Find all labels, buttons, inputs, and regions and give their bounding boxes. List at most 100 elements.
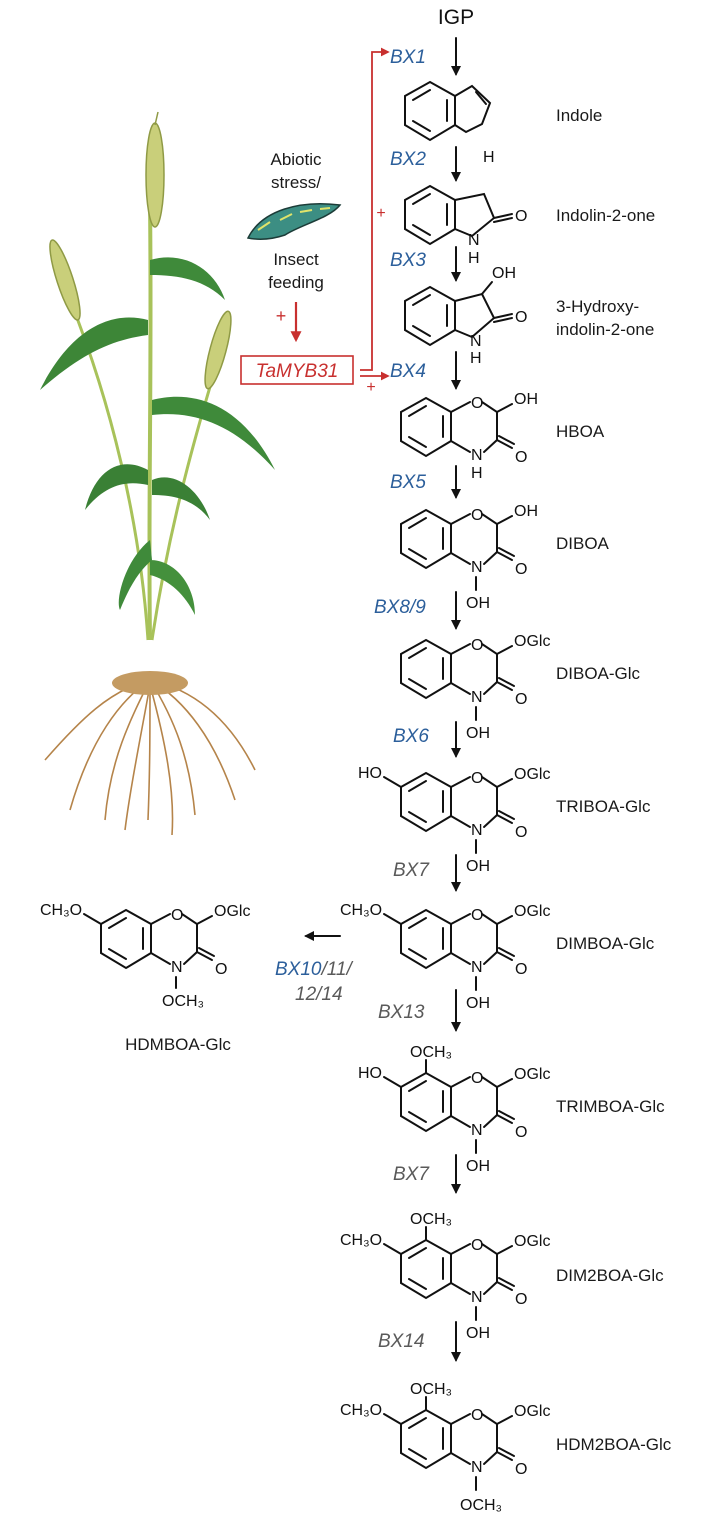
svg-text:O: O: [471, 907, 483, 924]
bx4-plus-sign: +: [366, 379, 375, 396]
compound-indole: Indole: [556, 106, 602, 125]
structure-indolinone: O N H: [404, 184, 527, 267]
svg-text:O: O: [471, 507, 483, 524]
svg-text:OH: OH: [466, 595, 490, 612]
svg-text:O: O: [515, 449, 527, 466]
svg-text:OCH₃: OCH₃: [410, 1044, 452, 1061]
compound-hdm2boa-glc: HDM2BOA-Glc: [556, 1435, 672, 1454]
enzyme-bx3: BX3: [390, 250, 426, 271]
svg-text:H: H: [470, 350, 482, 367]
stress-plus-sign: +: [276, 306, 287, 326]
svg-text:OCH₃: OCH₃: [460, 1497, 502, 1514]
svg-text:O: O: [471, 1070, 483, 1087]
compound-hydroxy-indolinone-line1: 3-Hydroxy-: [556, 297, 639, 316]
svg-text:OGlc: OGlc: [214, 903, 250, 920]
pathway-arrows: [304, 37, 461, 1362]
svg-text:N: N: [471, 822, 483, 839]
structure-triboa-glc: O N OH HO OGlc O: [358, 765, 550, 875]
tamyb31-to-bx1-arrow: [360, 47, 390, 371]
svg-text:OH: OH: [514, 503, 538, 520]
svg-text:O: O: [515, 1291, 527, 1308]
enzyme-bx4: BX4: [390, 361, 426, 382]
stress-text-line1: Abiotic: [270, 150, 322, 169]
enzyme-bx10-group-line2: 12/14: [295, 984, 343, 1005]
structure-hydroxy-indolinone: OH O N H: [404, 265, 527, 367]
svg-text:O: O: [215, 961, 227, 978]
svg-text:N: N: [471, 447, 483, 464]
svg-text:OGlc: OGlc: [514, 1066, 550, 1083]
compound-hydroxy-indolinone-line2: indolin-2-one: [556, 320, 654, 339]
svg-text:O: O: [515, 824, 527, 841]
enzyme-bx14: BX14: [378, 1331, 424, 1352]
compound-diboa-glc: DIBOA-Glc: [556, 664, 641, 683]
svg-text:N: N: [468, 232, 480, 249]
stress-text-line3: Insect: [273, 250, 319, 269]
tamyb31-label: TaMYB31: [256, 361, 339, 382]
svg-text:CH₃O: CH₃O: [340, 1232, 382, 1249]
svg-text:OH: OH: [514, 391, 538, 408]
svg-text:O: O: [515, 1461, 527, 1478]
svg-text:HO: HO: [358, 765, 382, 782]
svg-text:CH₃O: CH₃O: [340, 1402, 382, 1419]
svg-text:OGlc: OGlc: [514, 903, 550, 920]
svg-text:OCH₃: OCH₃: [162, 993, 204, 1010]
structure-dimboa-glc: O N OH CH₃O OGlc O: [340, 902, 550, 1012]
enzyme-bx1: BX1: [390, 47, 426, 68]
svg-text:N: N: [471, 689, 483, 706]
wheat-plant-illustration: [40, 111, 275, 836]
compound-hdmboa-glc: HDMBOA-Glc: [125, 1035, 231, 1054]
svg-text:CH₃O: CH₃O: [40, 902, 82, 919]
svg-text:O: O: [471, 1407, 483, 1424]
bx1-plus-sign: +: [376, 205, 385, 222]
svg-text:N: N: [471, 1122, 483, 1139]
svg-text:N: N: [470, 333, 482, 350]
svg-text:OCH₃: OCH₃: [410, 1211, 452, 1228]
svg-text:O: O: [471, 637, 483, 654]
svg-text:O: O: [471, 1237, 483, 1254]
stress-text-line4: feeding: [268, 273, 324, 292]
svg-text:O: O: [471, 395, 483, 412]
svg-text:O: O: [515, 561, 527, 578]
structure-trimboa-glc: O N OH OCH₃ HO OGlc O: [358, 1044, 550, 1175]
compound-diboa: DIBOA: [556, 534, 610, 553]
enzyme-bx2: BX2: [390, 149, 426, 170]
structure-dim2boa-glc: O N OH OCH₃ CH₃O OGlc O: [340, 1211, 550, 1342]
svg-text:HO: HO: [358, 1065, 382, 1082]
svg-text:OH: OH: [466, 725, 490, 742]
compound-dim2boa-glc: DIM2BOA-Glc: [556, 1266, 664, 1285]
svg-text:O: O: [515, 1124, 527, 1141]
svg-text:OH: OH: [466, 1158, 490, 1175]
svg-text:N: N: [471, 1459, 483, 1476]
svg-text:O: O: [515, 691, 527, 708]
svg-text:OCH₃: OCH₃: [410, 1381, 452, 1398]
svg-text:H: H: [468, 250, 480, 267]
svg-text:OGlc: OGlc: [514, 1403, 550, 1420]
enzyme-bx13: BX13: [378, 1002, 425, 1023]
structure-hboa: O N H OH O: [400, 391, 538, 482]
compound-dimboa-glc: DIMBOA-Glc: [556, 934, 655, 953]
enzyme-bx7-second: BX7: [393, 1164, 430, 1185]
structure-indole: H: [404, 80, 495, 166]
svg-text:N: N: [471, 559, 483, 576]
svg-text:CH₃O: CH₃O: [340, 902, 382, 919]
svg-text:OGlc: OGlc: [514, 633, 550, 650]
stress-text-line2: stress/: [271, 173, 321, 192]
svg-text:OGlc: OGlc: [514, 766, 550, 783]
compound-triboa-glc: TRIBOA-Glc: [556, 797, 651, 816]
svg-text:O: O: [515, 208, 527, 225]
svg-text:O: O: [471, 770, 483, 787]
svg-text:OH: OH: [466, 995, 490, 1012]
svg-text:OH: OH: [492, 265, 516, 282]
enzyme-bx6: BX6: [393, 726, 429, 747]
structure-diboa-glc: O N OH OGlc O: [400, 633, 550, 742]
svg-text:N: N: [171, 959, 183, 976]
caterpillar-icon: [246, 203, 342, 240]
igp-label: IGP: [438, 6, 474, 29]
svg-text:OH: OH: [466, 1325, 490, 1342]
enzyme-bx10-group-line1: BX10/11/: [275, 959, 353, 980]
structure-hdm2boa-glc: O N OCH₃ OCH₃ CH₃O OGlc O: [340, 1381, 550, 1514]
svg-text:OGlc: OGlc: [514, 1233, 550, 1250]
svg-text:N: N: [471, 1289, 483, 1306]
svg-text:H: H: [471, 465, 483, 482]
